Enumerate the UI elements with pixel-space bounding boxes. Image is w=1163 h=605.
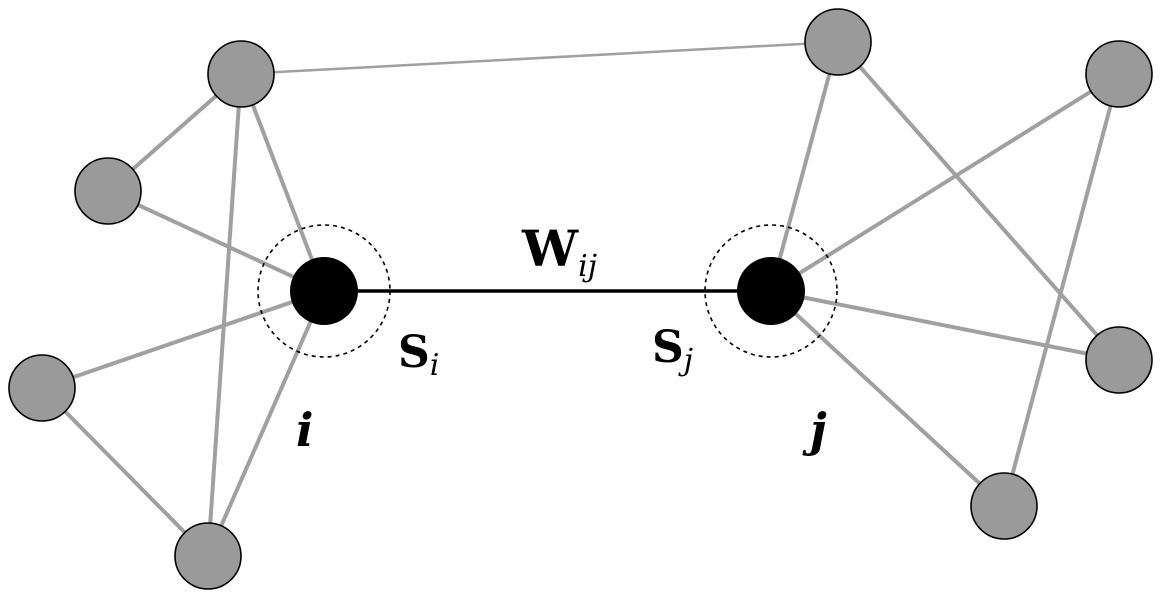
edge-mid-left-to-node-i: [106, 189, 326, 293]
strength-i-main: S: [398, 327, 430, 378]
weight-label-main: W: [521, 219, 579, 278]
strength-i-label: Si: [398, 327, 439, 383]
edge-far-right-top-to-node-j: [769, 72, 1121, 293]
edge-right-mid-to-node-j: [769, 289, 1121, 362]
edge-bottom-left-to-node-i: [206, 289, 326, 558]
node-bottom-left: [174, 522, 242, 590]
node-far-left: [8, 354, 76, 422]
weight-label: Wij: [521, 219, 597, 284]
edge-top-right-to-right-mid: [836, 40, 1121, 362]
strength-j-label: Sj: [652, 322, 693, 378]
halo-node-j: [704, 224, 838, 358]
node-mid-left: [74, 157, 142, 225]
node-i: [290, 257, 358, 325]
gray-edges: [40, 40, 1121, 558]
node-top-left: [207, 40, 275, 108]
strength-i-sub: i: [430, 348, 440, 383]
edge-top-right-to-node-j: [769, 40, 840, 293]
node-far-right-top: [1085, 40, 1153, 108]
edge-top-left-to-bottom-left: [206, 72, 243, 558]
gray-nodes: [8, 8, 1153, 590]
node-top-right: [804, 8, 872, 76]
edge-far-left-to-node-i: [40, 289, 326, 390]
node-j-label: j: [802, 403, 827, 457]
edge-far-left-to-bottom-left: [40, 386, 210, 558]
halo-node-i: [257, 224, 391, 358]
edge-bottom-right-to-node-j: [769, 289, 1006, 508]
node-bottom-right: [970, 472, 1038, 540]
edge-top-left-to-node-i: [239, 72, 326, 293]
edge-top-left-to-top-right: [240, 40, 839, 76]
node-i-label: i: [296, 403, 313, 457]
edge-far-right-top-to-bottom-right: [1002, 72, 1121, 508]
weight-label-sub: ij: [578, 249, 597, 284]
node-right-mid: [1085, 326, 1153, 394]
node-j: [737, 257, 805, 325]
strength-j-main: S: [652, 322, 684, 373]
